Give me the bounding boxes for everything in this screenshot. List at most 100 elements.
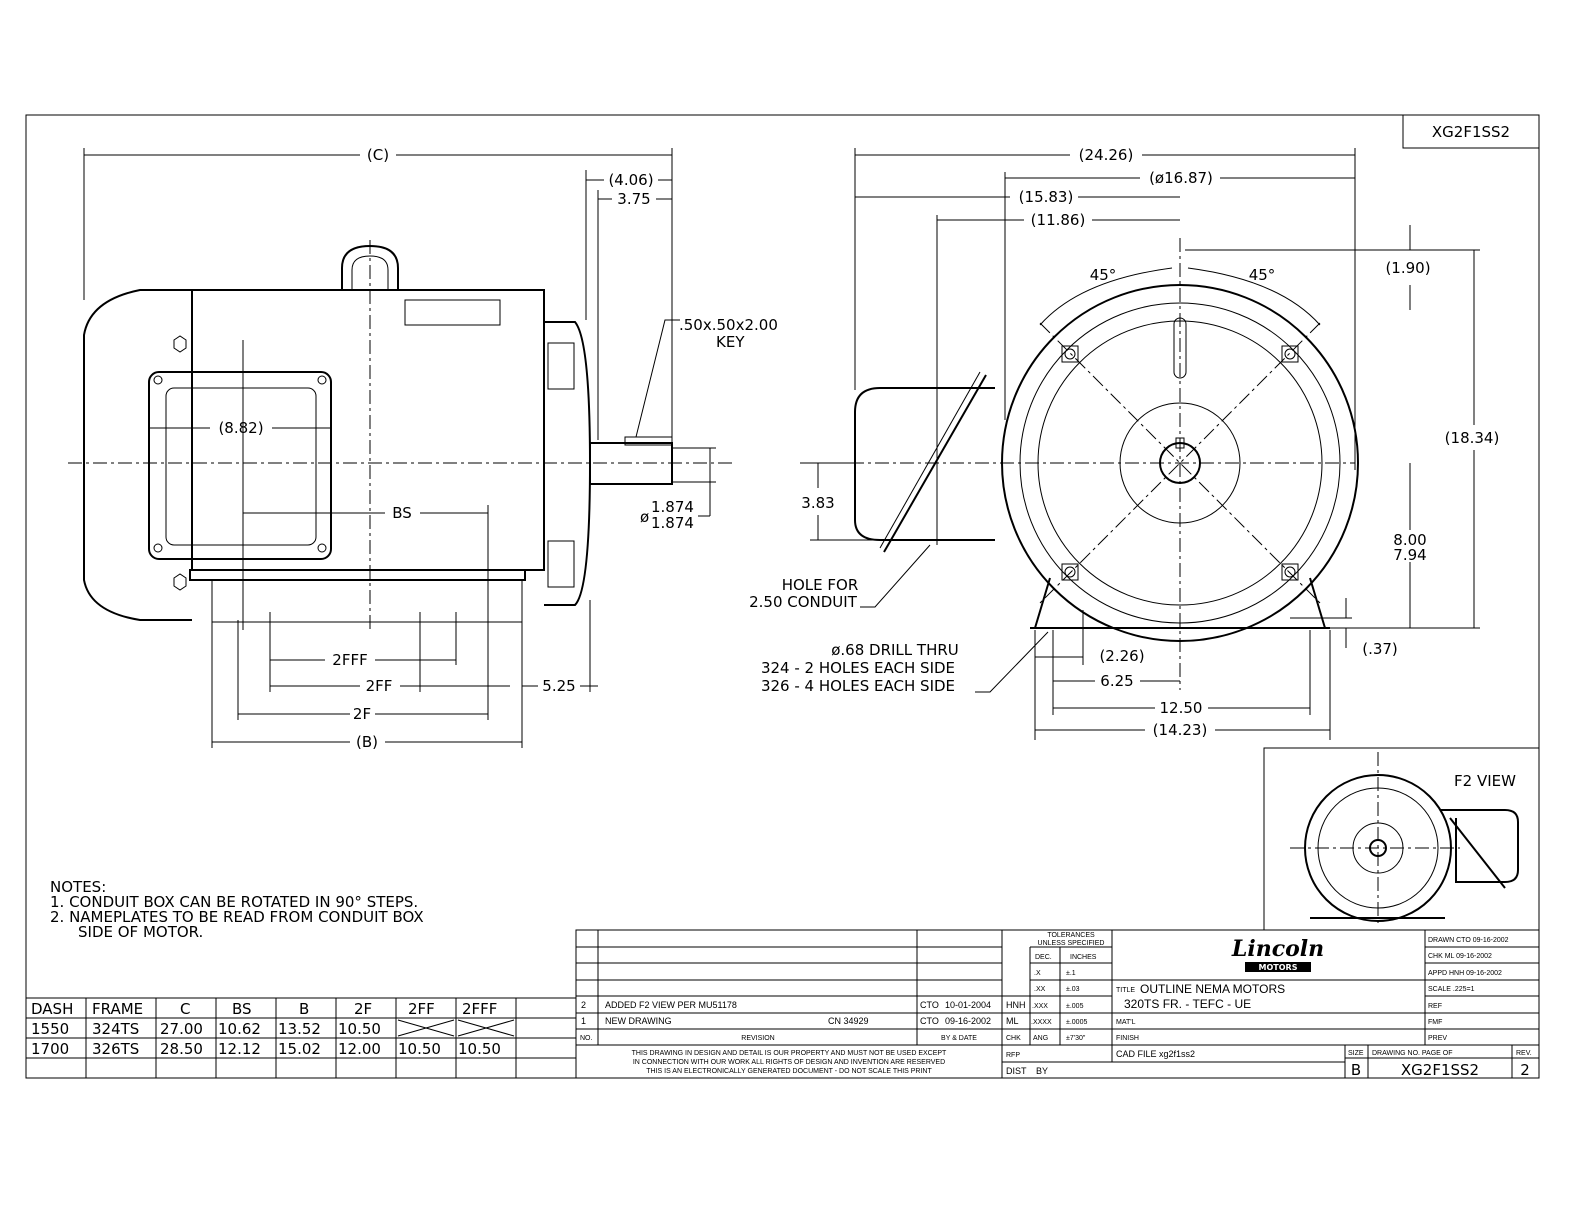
dim-226-label: (2.26) bbox=[1099, 647, 1144, 665]
tol-val: ±7'30" bbox=[1066, 1035, 1086, 1042]
dim-2fff-label: 2FFF bbox=[332, 651, 367, 669]
cell: 326TS bbox=[92, 1040, 139, 1058]
dash-table: DASH FRAME C BS B 2F 2FF 2FFF 1550 324TS… bbox=[26, 997, 576, 1078]
drill-label-3: 326 - 4 HOLES EACH SIDE bbox=[761, 677, 955, 695]
f2-view-label: F2 VIEW bbox=[1454, 772, 1516, 790]
th-2f: 2F bbox=[354, 1000, 372, 1018]
f2-view: F2 VIEW bbox=[1263, 747, 1540, 931]
dim-1250: 12.50 bbox=[1053, 630, 1311, 717]
dim-2426-label: (24.26) bbox=[1079, 146, 1134, 164]
dim-190-label: (1.90) bbox=[1385, 259, 1430, 277]
cell: 13.52 bbox=[278, 1020, 321, 1038]
drawing-no-label: DRAWING NO. PAGE OF bbox=[1372, 1050, 1453, 1057]
prev-label: PREV bbox=[1428, 1035, 1447, 1042]
cell: 324TS bbox=[92, 1020, 139, 1038]
drawing-id: XG2F1SS2 bbox=[1432, 123, 1510, 141]
foot-rail bbox=[189, 569, 526, 581]
rev-init: HNH bbox=[1006, 1000, 1026, 1010]
shaft bbox=[589, 442, 673, 485]
cell: 27.00 bbox=[160, 1020, 203, 1038]
rev-by: CTO bbox=[920, 1000, 939, 1010]
table-row: 1550 324TS 27.00 10.62 13.52 10.50 bbox=[31, 1020, 381, 1038]
shaft-end bbox=[1159, 442, 1201, 484]
dim-b-label: (B) bbox=[356, 733, 378, 751]
tolerance-rows: .X ±.1 .XX ±.03 .XXX ±.005 .XXXX ±.0005 … bbox=[1031, 970, 1087, 1042]
no-label: NO. bbox=[580, 1035, 593, 1042]
tol-key: .X bbox=[1034, 970, 1041, 977]
title-line-2: 320TS FR. - TEFC - UE bbox=[1124, 997, 1251, 1011]
frame-outline bbox=[1001, 284, 1359, 642]
cell: 12.00 bbox=[338, 1040, 381, 1058]
notes: NOTES: 1. CONDUIT BOX CAN BE ROTATED IN … bbox=[50, 878, 424, 941]
tol-title-2: UNLESS SPECIFIED bbox=[1038, 940, 1105, 947]
dim-2ff: 2FF bbox=[270, 612, 510, 695]
dim-1834-label: (18.34) bbox=[1445, 429, 1500, 447]
rev-desc: NEW DRAWING bbox=[605, 1016, 672, 1026]
tol-val: ±.1 bbox=[1066, 970, 1076, 977]
note-2a: 2. NAMEPLATES TO BE READ FROM CONDUIT BO… bbox=[50, 908, 424, 926]
dim-2f-label: 2F bbox=[353, 705, 371, 723]
note-2b: SIDE OF MOTOR. bbox=[78, 923, 203, 941]
drill-label-1: ø.68 DRILL THRU bbox=[831, 641, 959, 659]
table-header: DASH FRAME C BS B 2F 2FF 2FFF bbox=[31, 1000, 497, 1018]
revision-row: 2 ADDED F2 VIEW PER MU51178 CTO 10-01-20… bbox=[581, 1000, 1026, 1010]
tol-key: .XX bbox=[1034, 986, 1046, 993]
dim-1687: (ø16.87) bbox=[1004, 169, 1355, 420]
dim-882: (8.82) bbox=[149, 419, 331, 437]
approval-chk: CHK ML 09-16-2002 bbox=[1428, 953, 1492, 960]
dim-037-label: (.37) bbox=[1362, 640, 1398, 658]
tol-val: ±.0005 bbox=[1066, 1019, 1087, 1026]
dim-2ff-label: 2FF bbox=[366, 677, 393, 695]
logo-brand: Lincoln bbox=[1231, 936, 1324, 962]
tol-val: ±.005 bbox=[1066, 1003, 1084, 1010]
dim-1186: (11.86) bbox=[936, 211, 1180, 545]
hole-label-1: HOLE FOR bbox=[782, 576, 859, 594]
dim-625-label: 6.25 bbox=[1100, 672, 1133, 690]
cell: 12.12 bbox=[218, 1040, 261, 1058]
nameplate bbox=[404, 299, 501, 326]
finish-label: FINISH bbox=[1116, 1035, 1139, 1042]
dim-406-label: (4.06) bbox=[608, 171, 653, 189]
drill-callout: ø.68 DRILL THRU 324 - 2 HOLES EACH SIDE … bbox=[761, 631, 1049, 695]
dim-2fff: 2FFF bbox=[269, 612, 457, 692]
angle-right: 45° bbox=[1249, 266, 1276, 284]
cell: 10.50 bbox=[458, 1040, 501, 1058]
cell: 1550 bbox=[31, 1020, 69, 1038]
dim-1423-label: (14.23) bbox=[1153, 721, 1208, 739]
approval-drawn: DRAWN CTO 09-16-2002 bbox=[1428, 937, 1509, 944]
th-2ff: 2FF bbox=[408, 1000, 435, 1018]
hole-label-2: 2.50 CONDUIT bbox=[749, 593, 858, 611]
rev-date: 10-01-2004 bbox=[945, 1000, 991, 1010]
size-label: SIZE bbox=[1348, 1050, 1364, 1057]
title-line-1: OUTLINE NEMA MOTORS bbox=[1140, 982, 1285, 996]
rfp-label: RFP bbox=[1006, 1052, 1020, 1059]
bolts bbox=[1061, 345, 1299, 581]
dim-bs: BS bbox=[242, 340, 489, 720]
tol-val: ±.03 bbox=[1066, 986, 1080, 993]
conduit-box-end bbox=[854, 387, 995, 541]
dim-bs-label: BS bbox=[392, 504, 412, 522]
tol-key: .XXX bbox=[1032, 1003, 1048, 1010]
key-size-label: .50x.50x2.00 bbox=[679, 316, 778, 334]
dim-1186-label: (11.86) bbox=[1031, 211, 1086, 229]
ref-label: REF bbox=[1428, 1003, 1442, 1010]
company-logo: Lincoln MOTORS bbox=[1231, 936, 1324, 972]
dim-800: 8.00 7.94 bbox=[1393, 463, 1427, 628]
rev-desc: ADDED F2 VIEW PER MU51178 bbox=[605, 1000, 737, 1010]
dim-shaft-dia: ø 1.874 1.874 bbox=[640, 447, 716, 532]
title-block: 2 ADDED F2 VIEW PER MU51178 CTO 10-01-20… bbox=[575, 929, 1540, 1079]
matl-label: MAT'L bbox=[1116, 1019, 1136, 1026]
shaft-dia-min: 1.874 bbox=[651, 514, 694, 532]
cell: 28.50 bbox=[160, 1040, 203, 1058]
lifting-eye bbox=[341, 244, 399, 290]
revision-label: REVISION bbox=[741, 1035, 774, 1042]
conduit-box bbox=[148, 371, 332, 560]
notes-title: NOTES: bbox=[50, 878, 106, 896]
drawing-no-value: XG2F1SS2 bbox=[1401, 1061, 1479, 1079]
chk-label: CHK bbox=[1006, 1035, 1021, 1042]
th-bs: BS bbox=[232, 1000, 252, 1018]
dim-525-label: 5.25 bbox=[542, 677, 575, 695]
dim-037: (.37) bbox=[1290, 598, 1398, 658]
end-view: (24.26) (ø16.87) (15.83) (11.86) 45° 45°… bbox=[749, 146, 1499, 740]
rev-cn: CN 34929 bbox=[828, 1016, 869, 1026]
